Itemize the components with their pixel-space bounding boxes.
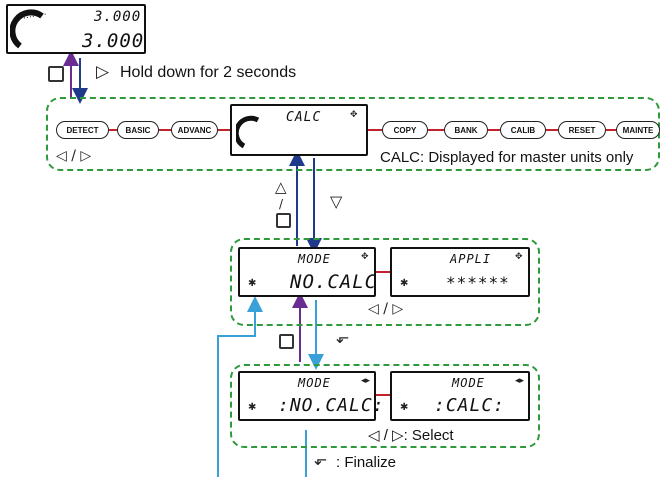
mode-display: MODE ✥ ✱ NO.CALC [238,247,376,297]
updown-icon: ✥ [515,252,523,262]
mode-display-title: MODE [298,252,331,266]
set-button-icon [48,66,64,82]
select-group [230,364,540,448]
snowflake-icon: ✱ [248,402,257,413]
slash-separator: / [279,197,284,211]
select-nocalc-display: MODE ◂▸ ✱ :NO.CALC: [238,371,384,421]
set-button-icon [279,334,294,349]
mode-nav-symbol: ◁ / ▷ [368,301,404,317]
hold-instruction: Hold down for 2 seconds [120,64,297,81]
top-display-line2: 3.000 [82,30,145,52]
menu-item-mainte[interactable]: MAINTE [616,121,660,139]
menu-item-copy[interactable]: COPY [382,121,428,139]
enter-icon: ⬐ [336,328,350,347]
finalize-label: : Finalize [336,454,397,471]
appli-display: APPLI ✥ ✱ ****** [390,247,530,297]
menu-item-reset[interactable]: RESET [558,121,606,139]
snowflake-icon: ✱ [248,278,257,289]
calc-display: CALC ✥ [230,104,368,156]
menu-item-detect[interactable]: DETECT [56,121,109,139]
mode-group [230,238,540,326]
appli-display-title: APPLI [450,252,492,266]
menu-item-calib[interactable]: CALIB [500,121,546,139]
set-button-icon [276,213,291,228]
leftright-icon: ◂▸ [361,376,371,386]
menu-item-advanc[interactable]: ADVANC [171,121,218,139]
select-nocalc-title: MODE [298,376,331,390]
leftright-icon: ◂▸ [515,376,525,386]
menu-nav-symbol: ◁ / ▷ [56,148,92,164]
top-display: 3.000 3.000 [6,4,146,54]
updown-icon: ✥ [350,110,358,120]
return-arrow [217,296,263,477]
select-calc-value: :CALC: [434,395,506,416]
snowflake-icon: ✱ [400,278,409,289]
select-nav-label: ◁ / ▷: Select [368,427,454,444]
menu-item-basic[interactable]: BASIC [117,121,159,139]
select-calc-display: MODE ◂▸ ✱ :CALC: [390,371,530,421]
up-arrow-icon: △ [275,178,287,196]
calc-display-label: CALC [286,110,322,125]
menu-note: CALC: Displayed for master units only [380,149,634,166]
updown-icon: ✥ [361,252,369,262]
menu-item-bank[interactable]: BANK [444,121,488,139]
select-nocalc-value: :NO.CALC: [278,395,385,416]
enter-icon: ⬐ [314,450,328,469]
right-arrow-icon: ▷ [96,62,110,82]
snowflake-icon: ✱ [400,402,409,413]
gauge-icon [236,115,260,149]
select-calc-title: MODE [452,376,485,390]
gauge-icon [10,9,47,49]
top-display-line1: 3.000 [94,9,142,25]
appli-display-value: ****** [446,273,510,292]
mode-display-value: NO.CALC [290,271,378,293]
down-arrow-icon: ▽ [330,192,343,211]
